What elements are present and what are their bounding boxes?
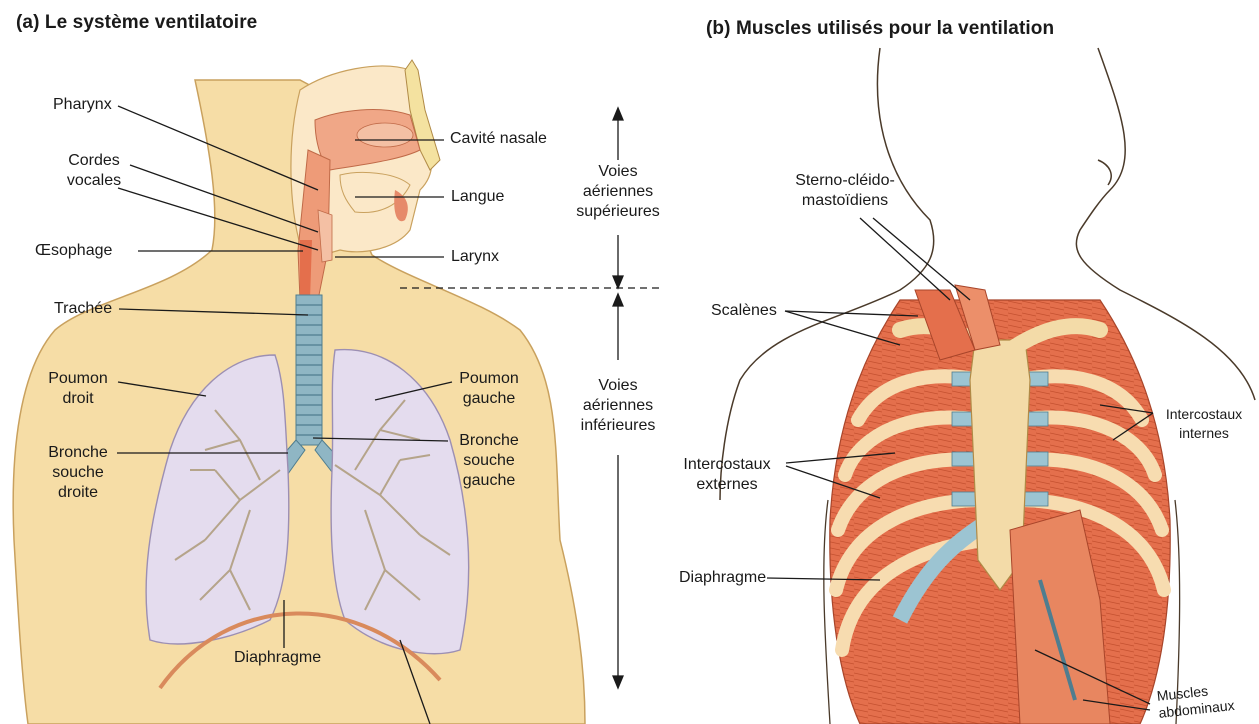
- label-pharynx: Pharynx: [53, 95, 112, 115]
- label-larynx: Larynx: [451, 247, 499, 267]
- panel-a-title: (a) Le système ventilatoire: [16, 12, 257, 34]
- label-intercostaux-internes: Intercostaux internes: [1153, 405, 1255, 443]
- label-cordes-vocales: Cordes vocales: [61, 151, 127, 191]
- label-trachee: Trachée: [54, 299, 112, 319]
- label-diaphragme-a: Diaphragme: [234, 648, 321, 668]
- label-sterno-cleido: Sterno-cléido- mastoïdiens: [770, 171, 920, 211]
- rib-cage: [824, 285, 1180, 724]
- label-langue: Langue: [451, 187, 504, 207]
- label-scalenes: Scalènes: [711, 301, 777, 321]
- label-voies-inferieures: Voies aériennes inférieures: [568, 376, 668, 436]
- label-cavite-nasale: Cavité nasale: [450, 129, 547, 149]
- label-oesophage: Œsophage: [35, 241, 112, 261]
- label-poumon-droit: Poumon droit: [38, 369, 118, 409]
- label-diaphragme-b: Diaphragme: [679, 568, 766, 588]
- panel-b-title: (b) Muscles utilisés pour la ventilation: [706, 18, 1054, 40]
- label-poumon-gauche: Poumon gauche: [452, 369, 526, 409]
- label-voies-superieures: Voies aériennes supérieures: [568, 162, 668, 222]
- label-bronche-droite: Bronche souche droite: [38, 443, 118, 503]
- label-intercostaux-externes: Intercostaux externes: [667, 455, 787, 495]
- label-bronche-gauche: Bronche souche gauche: [452, 431, 526, 491]
